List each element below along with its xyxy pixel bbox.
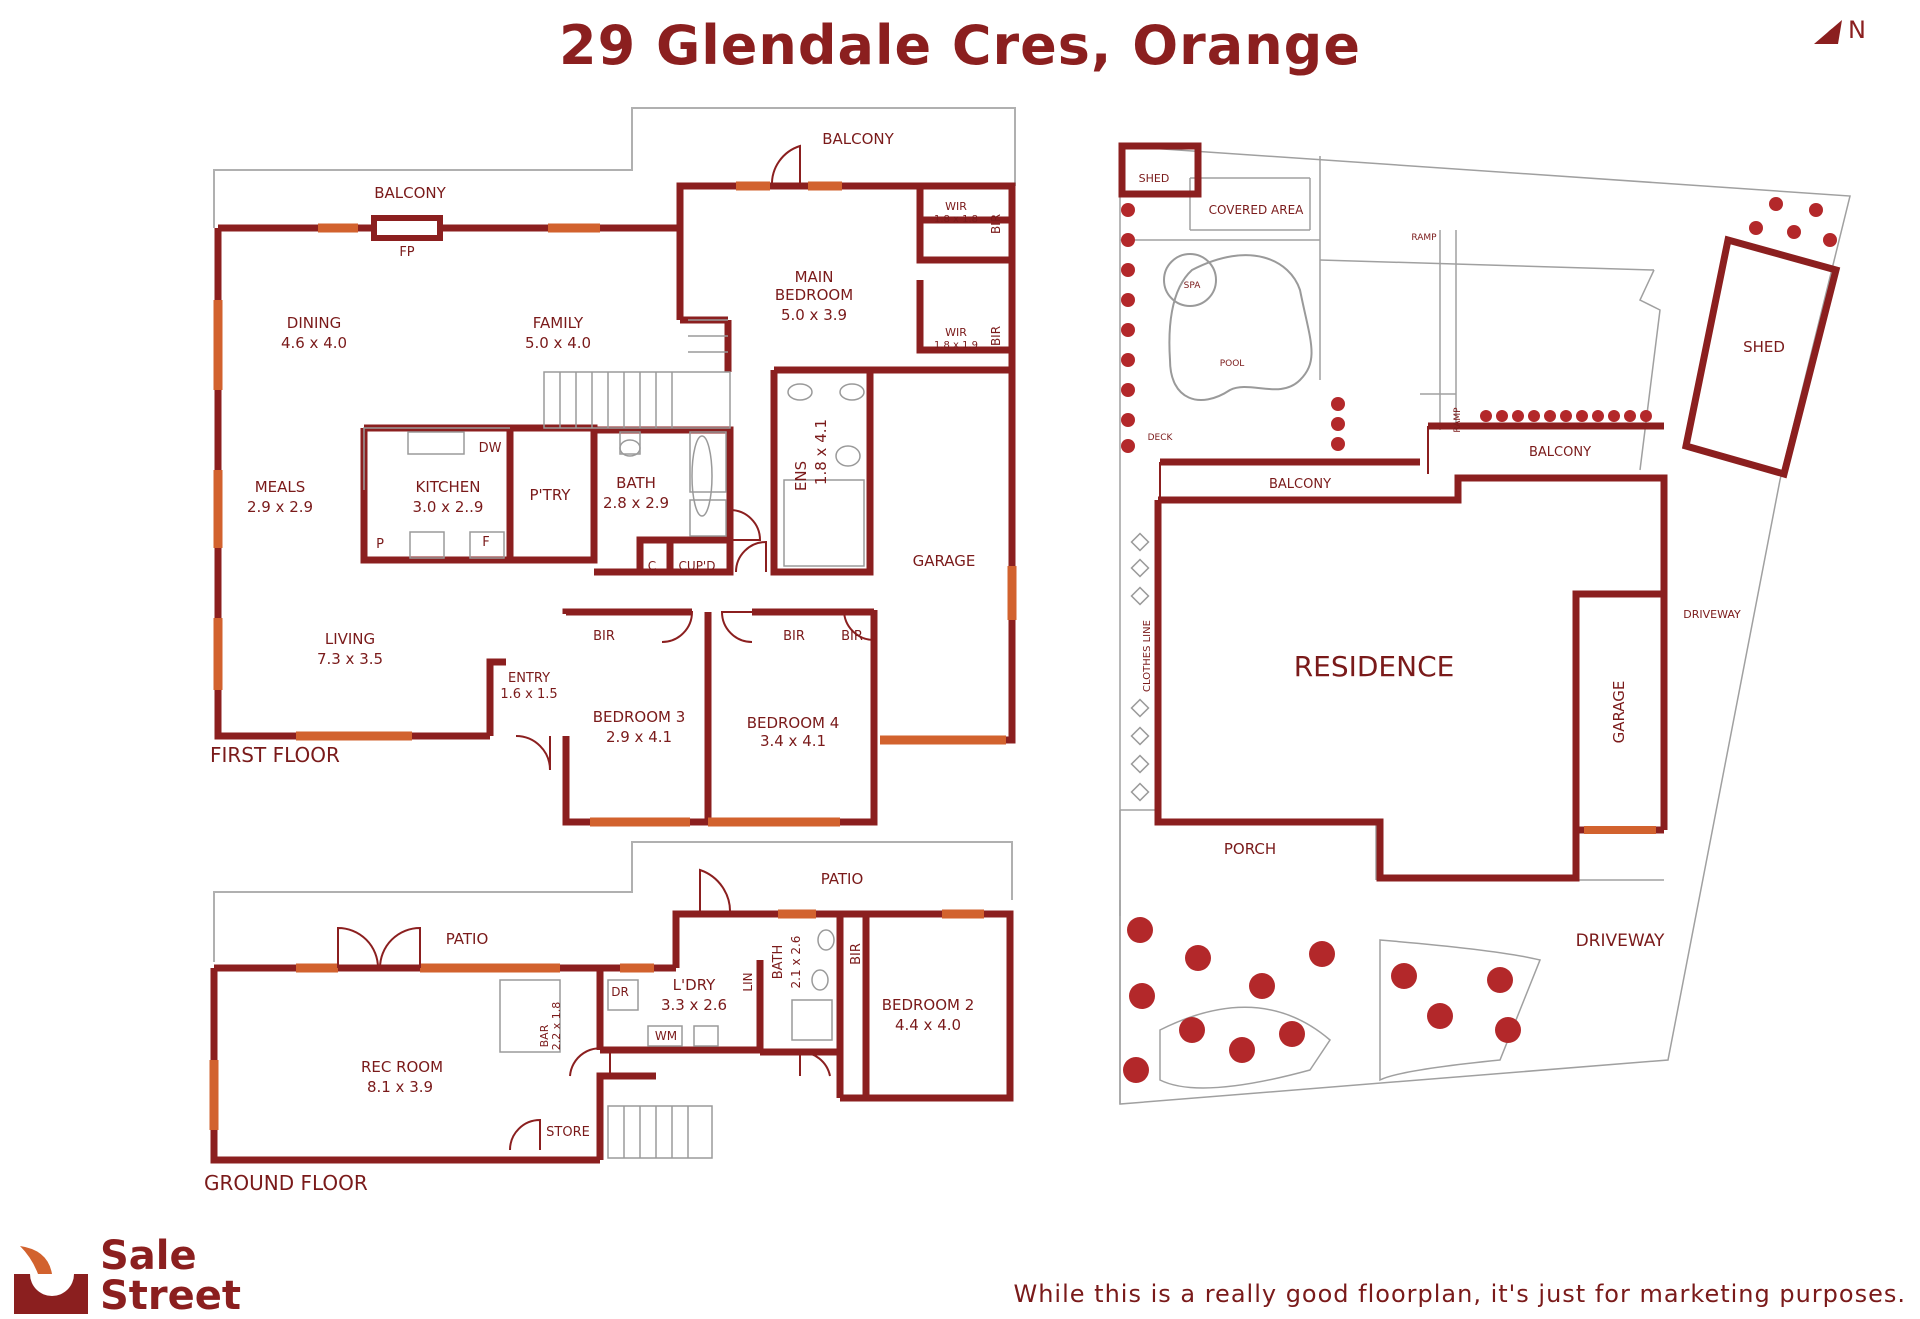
dining-label: DINING — [287, 314, 341, 332]
sale-street-logo-icon — [14, 1246, 88, 1314]
site-balcony-right: BALCONY — [1529, 445, 1591, 460]
dining-size: 4.6 x 4.0 — [281, 334, 347, 352]
ensuite-label: ENS — [792, 461, 810, 491]
washing-machine-label: WM — [655, 1029, 677, 1043]
main-bedroom-size: 5.0 x 3.9 — [781, 306, 847, 324]
driveway-label: DRIVEWAY — [1576, 931, 1665, 951]
ramp-side-label: RAMP — [1453, 407, 1463, 433]
linen-label: LIN — [741, 972, 755, 991]
living-label: LIVING — [325, 630, 375, 648]
clothes-line-label: CLOTHES LINE — [1142, 620, 1153, 692]
bir-bed4-a: BIR — [783, 629, 805, 644]
sale-street-logo: Sale Street — [8, 1236, 308, 1316]
wir1-size: 1.8 x 1.8 — [934, 214, 978, 225]
bir-bed3: BIR — [593, 629, 615, 644]
cupboard-c-label: C — [648, 559, 656, 573]
dryer-label: DR — [611, 985, 629, 999]
pool-label: POOL — [1220, 359, 1245, 369]
spa-label: SPA — [1184, 281, 1202, 291]
ff-balcony-left: BALCONY — [374, 184, 446, 202]
ramp-top-label: RAMP — [1411, 233, 1437, 243]
site-balcony-left: BALCONY — [1269, 477, 1331, 492]
ground-floor-title: GROUND FLOOR — [204, 1171, 368, 1195]
covered-area-label: COVERED AREA — [1209, 203, 1305, 217]
rec-room-size: 8.1 x 3.9 — [367, 1078, 433, 1096]
ground-floor-plan — [209, 841, 1014, 1164]
bath-gf-size: 2.1 x 2.6 — [789, 936, 803, 989]
side-driveway-label: DRIVEWAY — [1683, 608, 1741, 621]
main-bedroom-label-1: MAIN — [795, 268, 834, 286]
north-label: N — [1848, 16, 1866, 44]
deck-label: DECK — [1148, 433, 1174, 443]
dishwasher-label: DW — [479, 441, 502, 456]
fireplace-label: FP — [399, 245, 414, 260]
ff-balcony-top: BALCONY — [822, 130, 894, 148]
bedroom3-size: 2.9 x 4.1 — [606, 728, 672, 746]
main-bedroom-label-2: BEDROOM — [775, 286, 853, 304]
fridge-label: F — [482, 535, 489, 550]
meals-size: 2.9 x 2.9 — [247, 498, 313, 516]
pantry-p-label: P — [376, 537, 384, 552]
bath-gf-label: BATH — [771, 945, 786, 980]
family-size: 5.0 x 4.0 — [525, 334, 591, 352]
wir1-label: WIR — [945, 200, 967, 213]
living-size: 7.3 x 3.5 — [317, 650, 383, 668]
entry-label: ENTRY — [508, 671, 550, 686]
bar-size: 2.2 x 1.8 — [550, 1002, 563, 1051]
bedroom3-label: BEDROOM 3 — [593, 708, 686, 726]
bir-main-2: BIR — [989, 326, 1003, 346]
small-shed-label: SHED — [1139, 172, 1170, 185]
large-shed-label: SHED — [1743, 338, 1785, 356]
store-label: STORE — [546, 1125, 590, 1140]
kitchen-size: 3.0 x 2..9 — [413, 498, 484, 516]
bedroom2-size: 4.4 x 4.0 — [895, 1016, 961, 1034]
site-garage-label: GARAGE — [1610, 681, 1628, 744]
wir2-label: WIR — [945, 326, 967, 339]
brand-line-2: Street — [100, 1273, 242, 1319]
bath-ff-size: 2.8 x 2.9 — [603, 494, 669, 512]
bar-label: BAR — [538, 1024, 551, 1047]
entry-size: 1.6 x 1.5 — [500, 687, 557, 702]
residence-label: RESIDENCE — [1294, 650, 1455, 683]
bir-bed4-b: BIR — [841, 629, 863, 644]
pantry-label: P'TRY — [530, 486, 572, 504]
laundry-label: L'DRY — [673, 976, 716, 994]
gf-patio-right: PATIO — [821, 870, 864, 888]
gf-patio-left: PATIO — [446, 930, 489, 948]
wir2-size: 1.8 x 1.9 — [934, 340, 978, 351]
first-floor-plan — [213, 107, 1017, 827]
disclaimer-text: While this is a really good floorplan, i… — [1013, 1280, 1906, 1308]
bedroom2-label: BEDROOM 2 — [882, 996, 975, 1014]
first-floor-title: FIRST FLOOR — [210, 743, 340, 767]
bedroom4-label: BEDROOM 4 — [747, 714, 840, 732]
brand-line-1: Sale — [100, 1233, 197, 1279]
site-plan — [1118, 142, 1851, 1105]
cupboard-label: CUP'D — [679, 559, 716, 573]
bir-bed2: BIR — [849, 943, 864, 965]
north-arrow-icon: N — [1814, 16, 1866, 44]
bir-main-1: BIR — [989, 214, 1003, 234]
bedroom4-size: 3.4 x 4.1 — [760, 732, 826, 750]
page-title: 29 Glendale Cres, Orange — [559, 14, 1361, 77]
bath-ff-label: BATH — [616, 474, 656, 492]
family-label: FAMILY — [533, 314, 584, 332]
kitchen-label: KITCHEN — [416, 478, 481, 496]
laundry-size: 3.3 x 2.6 — [661, 996, 727, 1014]
ensuite-size: 1.8 x 4.1 — [812, 419, 830, 485]
porch-label: PORCH — [1224, 840, 1276, 858]
ff-garage-label: GARAGE — [913, 552, 976, 570]
meals-label: MEALS — [255, 478, 306, 496]
rec-room-label: REC ROOM — [361, 1058, 443, 1076]
